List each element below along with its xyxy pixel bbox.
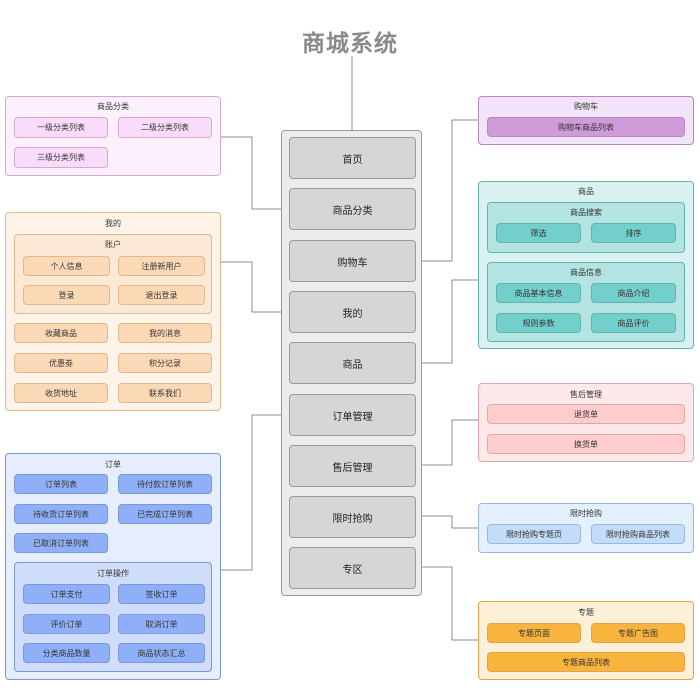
category-item[interactable]: 三级分类列表 [14, 147, 108, 168]
mine-item[interactable]: 收藏商品 [14, 323, 108, 343]
nav-zone[interactable]: 专区 [289, 547, 416, 589]
order-item[interactable]: 待收货订单列表 [14, 504, 108, 524]
category-item[interactable]: 二级分类列表 [118, 117, 212, 138]
group-order-title: 订单 [105, 460, 121, 469]
mine-item[interactable]: 联系我们 [118, 383, 212, 403]
nav-home[interactable]: 首页 [289, 137, 416, 179]
subgroup-product-search-title: 商品搜索 [570, 208, 602, 217]
diagram-title: 商城系统 [302, 31, 398, 57]
zone-item[interactable]: 专题广告图 [591, 623, 685, 643]
order-op-item[interactable]: 评价订单 [23, 614, 110, 634]
group-cart-title: 购物车 [574, 102, 598, 111]
order-item[interactable]: 待付款订单列表 [118, 474, 212, 494]
account-item[interactable]: 登录 [23, 285, 110, 305]
info-item[interactable]: 商品基本信息 [496, 283, 581, 303]
nav-product[interactable]: 商品 [289, 342, 416, 384]
account-item[interactable]: 个人信息 [23, 256, 110, 276]
nav-mine[interactable]: 我的 [289, 291, 416, 333]
search-item[interactable]: 筛选 [496, 223, 581, 243]
order-op-item[interactable]: 订单支付 [23, 584, 110, 604]
order-item[interactable]: 已取消订单列表 [14, 533, 108, 553]
aftersale-item[interactable]: 换货单 [487, 434, 685, 454]
group-category-title: 商品分类 [97, 102, 129, 111]
order-item[interactable]: 已完成订单列表 [118, 504, 212, 524]
zone-item[interactable]: 专题商品列表 [487, 652, 685, 672]
info-item[interactable]: 商品介绍 [591, 283, 676, 303]
mine-item[interactable]: 优惠劵 [14, 353, 108, 373]
flash-sale-item[interactable]: 限时抢购商品列表 [591, 524, 685, 544]
mine-item[interactable]: 积分记录 [118, 353, 212, 373]
mine-item[interactable]: 收货地址 [14, 383, 108, 403]
order-op-item[interactable]: 分类商品数量 [23, 643, 110, 663]
category-item[interactable]: 一级分类列表 [14, 117, 108, 138]
search-item[interactable]: 排序 [591, 223, 676, 243]
order-item[interactable]: 订单列表 [14, 474, 108, 494]
group-aftersale-title: 售后管理 [570, 390, 602, 399]
mine-item[interactable]: 我的消息 [118, 323, 212, 343]
order-op-item[interactable]: 取消订单 [118, 614, 205, 634]
nav-flash-sale[interactable]: 限时抢购 [289, 496, 416, 538]
order-op-item[interactable]: 商品状态汇总 [118, 643, 205, 663]
cart-item[interactable]: 购物车商品列表 [487, 117, 685, 137]
nav-category[interactable]: 商品分类 [289, 188, 416, 230]
nav-cart[interactable]: 购物车 [289, 240, 416, 282]
order-op-item[interactable]: 签收订单 [118, 584, 205, 604]
flash-sale-item[interactable]: 限时抢购专题页 [487, 524, 581, 544]
subgroup-product-info-title: 商品信息 [570, 268, 602, 277]
info-item[interactable]: 商品评价 [591, 313, 676, 333]
group-mine-title: 我的 [105, 219, 121, 228]
info-item[interactable]: 规则参数 [496, 313, 581, 333]
account-item[interactable]: 注册新用户 [118, 256, 205, 276]
group-zone-title: 专题 [578, 608, 594, 617]
aftersale-item[interactable]: 退货单 [487, 404, 685, 424]
subgroup-order-ops-title: 订单操作 [97, 569, 129, 578]
group-flash-sale-title: 限时抢购 [570, 509, 602, 518]
account-item[interactable]: 退出登录 [118, 285, 205, 305]
group-product-title: 商品 [578, 187, 594, 196]
zone-item[interactable]: 专题页面 [487, 623, 581, 643]
nav-aftersale[interactable]: 售后管理 [289, 445, 416, 487]
nav-order[interactable]: 订单管理 [289, 394, 416, 436]
subgroup-account-title: 账户 [105, 240, 121, 249]
